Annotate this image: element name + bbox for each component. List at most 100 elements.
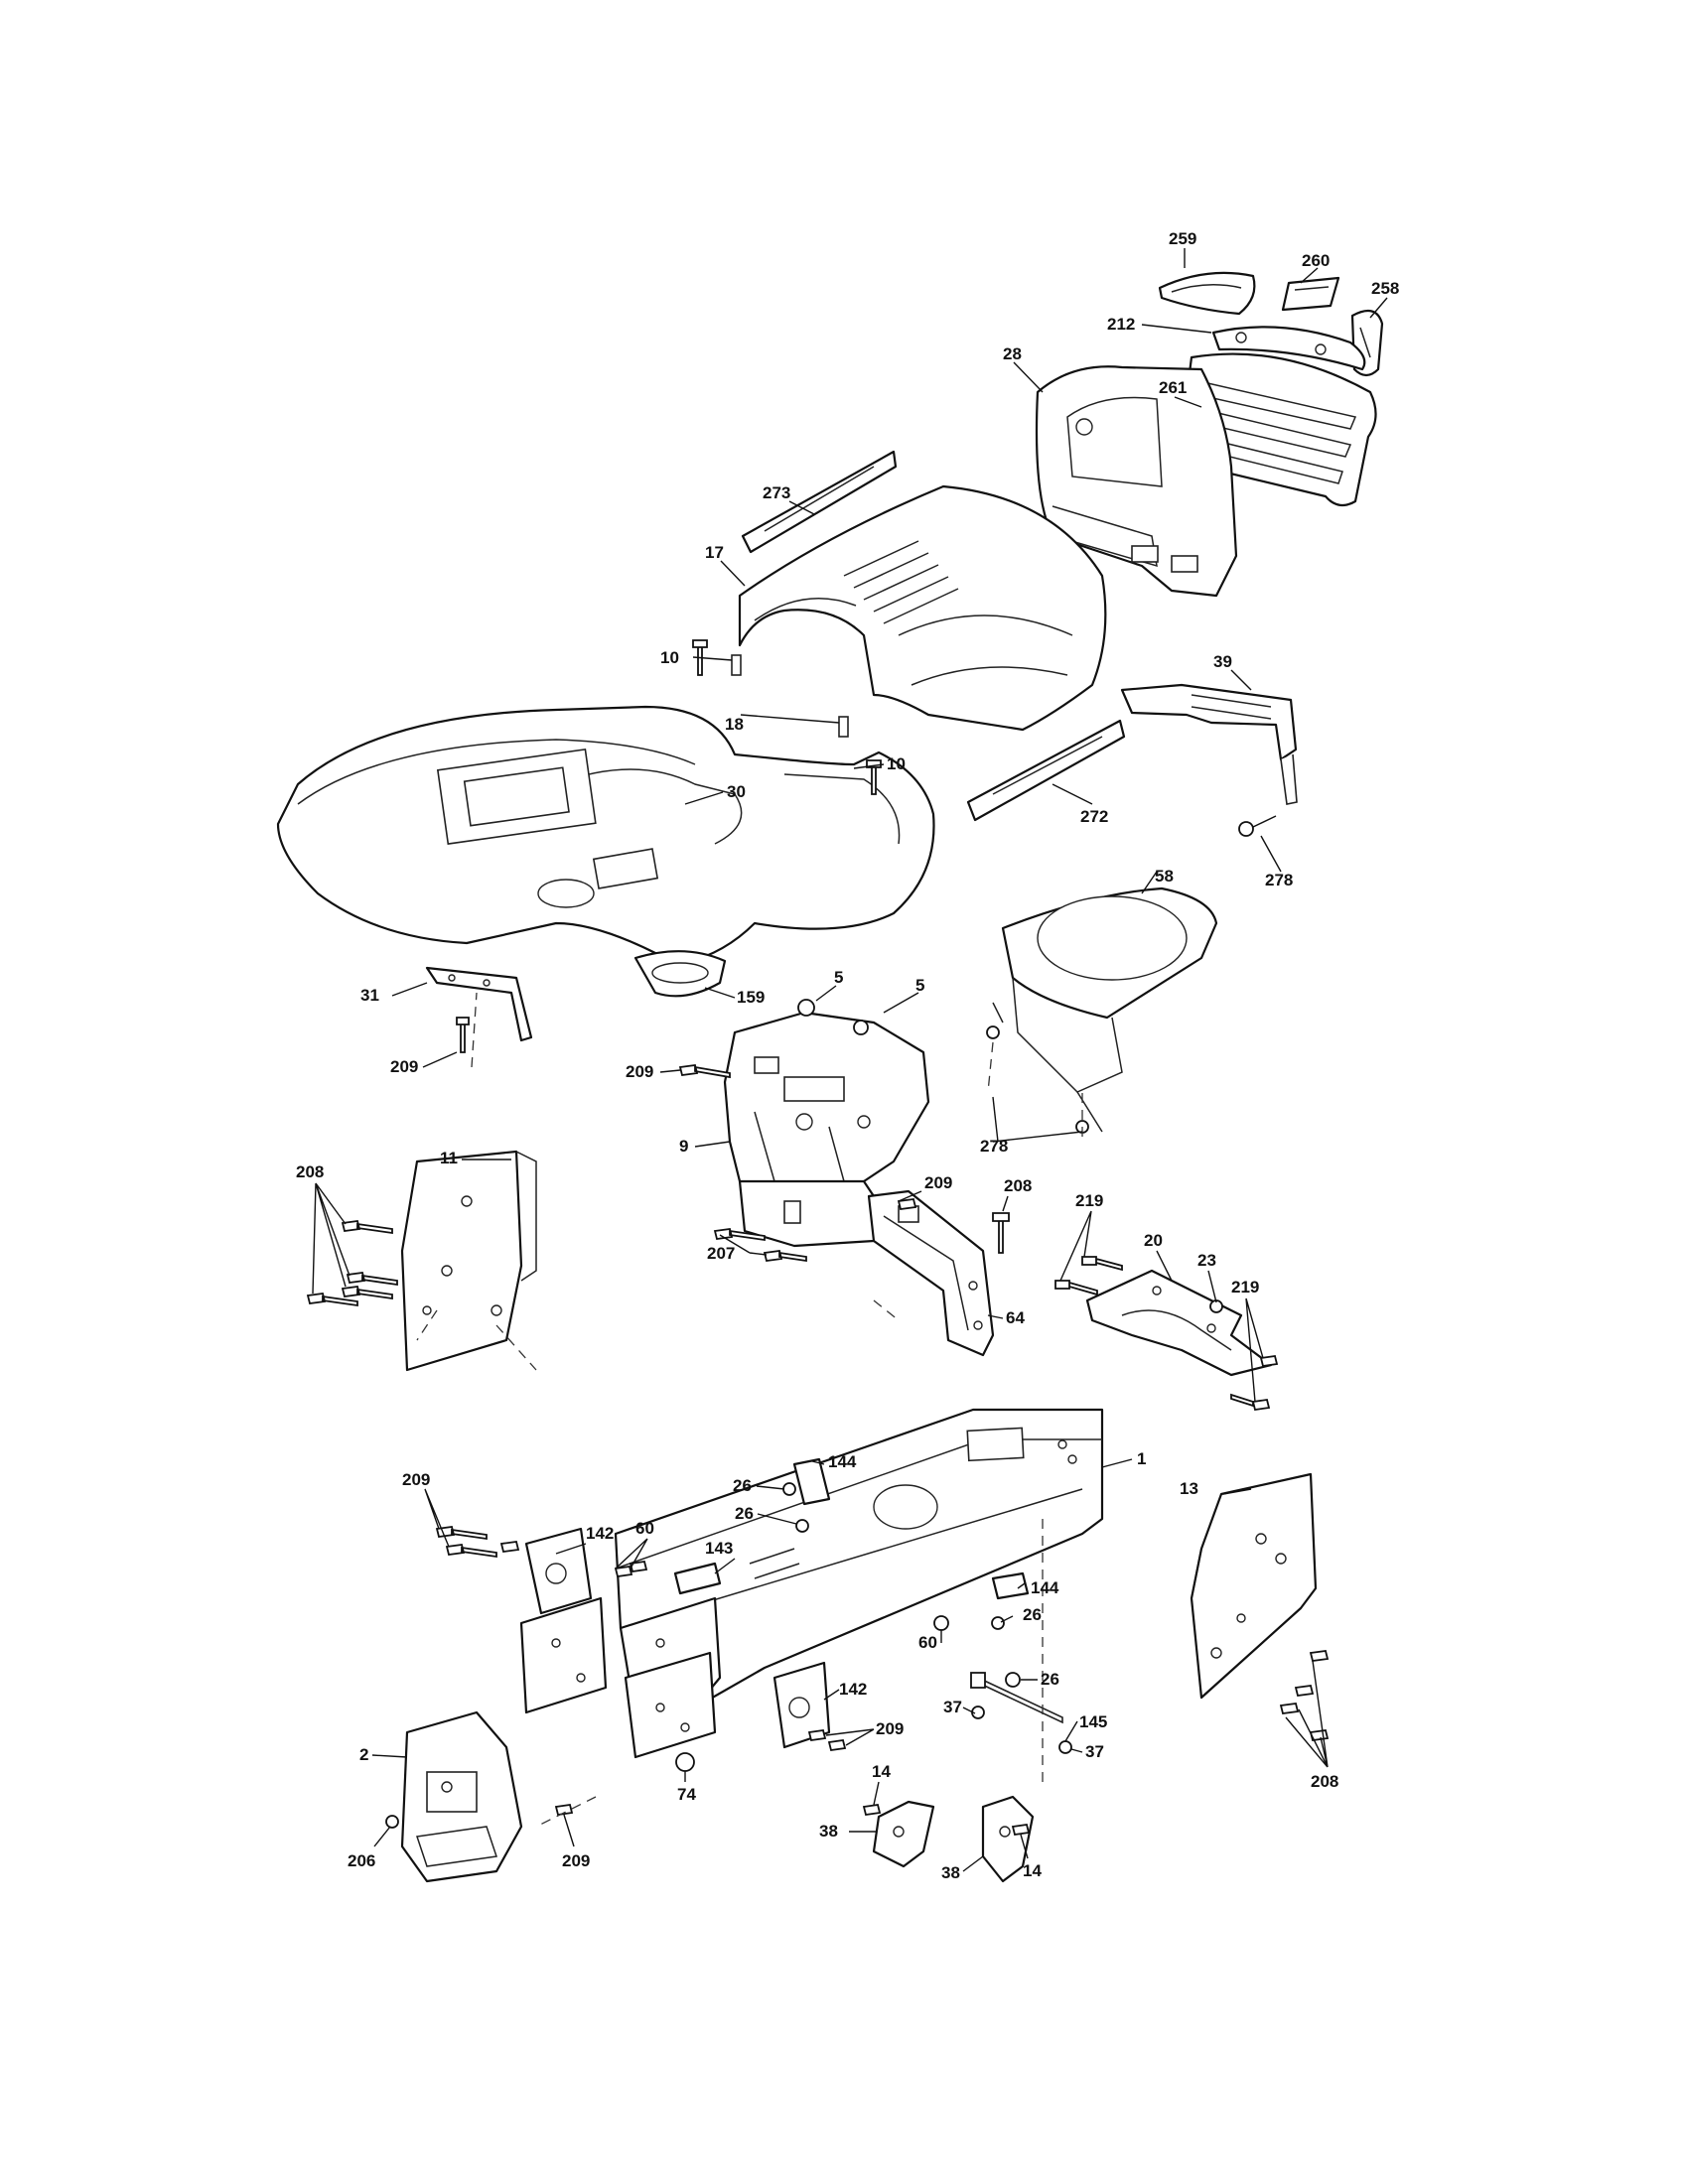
bolt-209-c	[897, 1198, 917, 1210]
callout-38-b: 38	[941, 1863, 960, 1882]
callout-159: 159	[737, 988, 765, 1007]
callout-74: 74	[677, 1785, 696, 1804]
bolt-209-f	[554, 1803, 574, 1817]
callout-26-b: 26	[735, 1504, 754, 1523]
callout-273: 273	[763, 483, 790, 502]
callout-212: 212	[1107, 315, 1135, 334]
front-bracket-2	[400, 1710, 523, 1883]
bolts-208-c	[1279, 1650, 1330, 1741]
callout-208-b: 208	[1004, 1176, 1032, 1195]
callout-143: 143	[705, 1539, 733, 1558]
dash-panel-9	[723, 1011, 930, 1188]
bolt-37	[971, 1706, 1072, 1754]
bolts-209-e	[807, 1728, 847, 1752]
bolt-209-a	[456, 1017, 470, 1053]
callout-209-a: 209	[390, 1057, 418, 1076]
screw-278-b	[986, 1025, 1089, 1134]
front-frame-plate	[624, 1651, 717, 1759]
lens-260	[1281, 276, 1340, 312]
callout-209-e: 209	[876, 1719, 904, 1738]
callout-11: 11	[440, 1149, 458, 1167]
axle-plate-142-b	[772, 1661, 831, 1749]
fender-30	[276, 705, 935, 965]
callout-272: 272	[1080, 807, 1108, 826]
bolt-208-b	[992, 1212, 1010, 1254]
side-panel-13	[1190, 1472, 1318, 1700]
callout-39: 39	[1213, 652, 1232, 671]
bolts-219-b	[1230, 1354, 1279, 1412]
callout-260: 260	[1302, 251, 1330, 270]
leader-lines	[312, 248, 1388, 1872]
callout-209-f: 209	[562, 1851, 590, 1870]
callout-37-a: 37	[943, 1698, 962, 1716]
callout-58: 58	[1155, 867, 1174, 886]
callout-labels: 259 260 258 212 28 261 273 17 10 18 10 3…	[296, 229, 1399, 1882]
callout-14-a: 14	[872, 1762, 891, 1781]
callout-144-b: 144	[1031, 1578, 1059, 1597]
callout-261: 261	[1159, 378, 1187, 397]
callout-38-a: 38	[819, 1822, 838, 1841]
callout-144-a: 144	[828, 1452, 857, 1471]
screw-206	[385, 1815, 399, 1829]
callout-142-a: 142	[586, 1524, 614, 1543]
callout-1: 1	[1137, 1449, 1146, 1468]
callout-259: 259	[1169, 229, 1196, 248]
callout-278-a: 278	[1265, 871, 1293, 889]
nut-5-a	[797, 999, 815, 1017]
bolt-14	[862, 1803, 1031, 1837]
side-panel-11	[400, 1150, 537, 1372]
callout-219-a: 219	[1075, 1191, 1103, 1210]
steering-bracket-64	[867, 1189, 995, 1357]
headlight-bracket-212	[1211, 326, 1366, 371]
bolt-209-b	[678, 1064, 731, 1079]
callout-206: 206	[348, 1851, 375, 1870]
side-rail-273	[741, 450, 898, 554]
callout-23: 23	[1197, 1251, 1216, 1270]
clip-144-b	[991, 1571, 1030, 1600]
callout-208-c: 208	[1311, 1772, 1338, 1791]
nut-5-b	[853, 1020, 869, 1035]
callout-31: 31	[360, 986, 379, 1005]
callout-145: 145	[1079, 1712, 1107, 1731]
mounting-bracket-31	[425, 966, 533, 1042]
callout-30: 30	[727, 782, 746, 801]
side-rail-272	[966, 719, 1126, 822]
callout-13: 13	[1180, 1479, 1198, 1498]
callout-60-a: 60	[635, 1519, 654, 1538]
bolts-208-a	[306, 1220, 398, 1307]
nut-74	[675, 1752, 695, 1772]
callout-18: 18	[725, 715, 744, 734]
callout-20: 20	[1144, 1231, 1163, 1250]
callout-278-b: 278	[980, 1137, 1008, 1156]
callout-37-b: 37	[1085, 1742, 1104, 1761]
callout-10-b: 10	[887, 754, 906, 773]
callout-258: 258	[1371, 279, 1399, 298]
alignment-lines	[416, 992, 1083, 1828]
callout-9: 9	[679, 1137, 688, 1156]
callout-26-c: 26	[1023, 1605, 1042, 1624]
callout-209-d: 209	[402, 1470, 430, 1489]
headlight-cover-259	[1158, 271, 1256, 316]
callout-14-b: 14	[1023, 1861, 1042, 1880]
callout-142-b: 142	[839, 1680, 867, 1699]
callout-26-a: 26	[733, 1476, 752, 1495]
cup-holder-159	[633, 950, 727, 998]
nut-26	[782, 1482, 1021, 1688]
seat-bracket-20	[1085, 1269, 1273, 1377]
clip-144-a	[792, 1457, 831, 1506]
bolt-10-b	[866, 759, 882, 795]
callout-208-a: 208	[296, 1162, 324, 1181]
axle-plate-142-a	[524, 1527, 593, 1615]
callout-26-d: 26	[1041, 1670, 1059, 1689]
callout-2: 2	[359, 1745, 368, 1764]
lower-frame-plate	[519, 1596, 608, 1714]
callout-5-a: 5	[834, 968, 843, 987]
brace-143	[673, 1562, 722, 1595]
bracket-38-a	[872, 1800, 935, 1868]
tie-rod-145	[970, 1672, 1063, 1724]
hood-pivot-bracket-39	[1120, 683, 1298, 805]
callout-64: 64	[1006, 1308, 1025, 1327]
callout-28: 28	[1003, 344, 1022, 363]
callout-209-b: 209	[626, 1062, 653, 1081]
